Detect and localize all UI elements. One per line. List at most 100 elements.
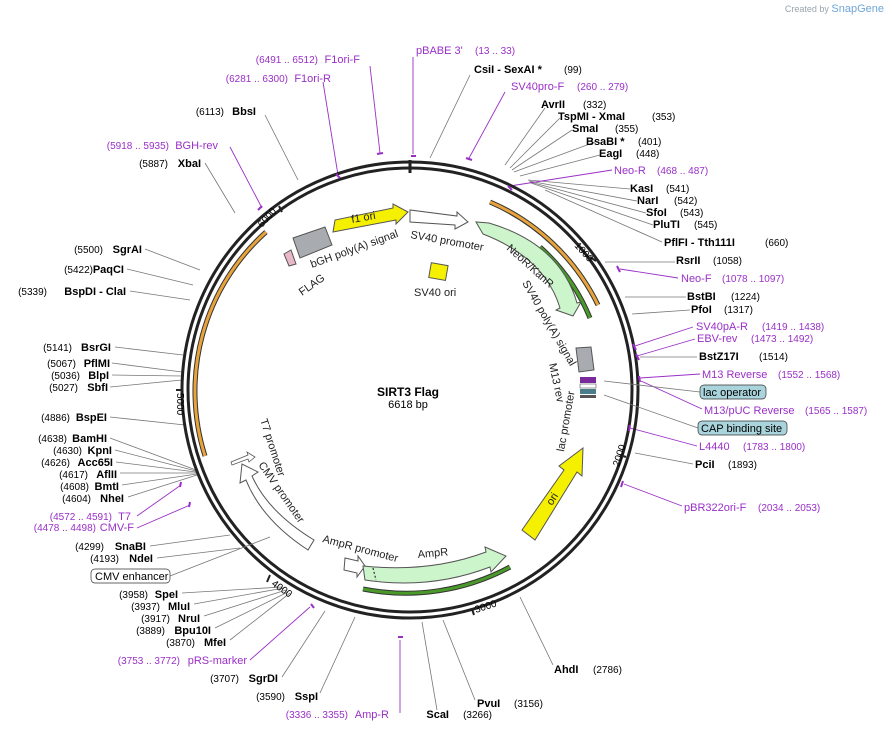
primer-pos: (4478 .. 4498): [34, 523, 96, 534]
site-name: MfeI: [204, 637, 226, 649]
primer-pos: (1473 .. 1492): [751, 334, 813, 345]
primer-name: pRS-marker: [188, 655, 248, 667]
watermark: Created by SnapGene: [785, 3, 884, 15]
primer-name: Neo-R: [614, 165, 646, 177]
site-pos: (3870): [166, 638, 195, 649]
primer-name: SV40pA-R: [696, 321, 748, 333]
right-sites: CsiI - SexAI * (99) AvrII (332) TspMI - …: [474, 64, 788, 710]
tick-label-5000: 5000: [174, 393, 185, 416]
primer-pos: (1078 .. 1097): [722, 274, 784, 285]
watermark-prefix: Created by: [784, 4, 829, 14]
site-pos: (1317): [724, 305, 753, 316]
site-name: NruI: [178, 613, 200, 625]
site-pos: (4617): [59, 470, 88, 481]
site-name: MluI: [168, 601, 190, 613]
site-pos: (4630): [53, 446, 82, 457]
boxed-labels: lac operator CAP binding site CMV enhanc…: [90, 380, 788, 584]
site-name: SgrAI: [113, 244, 142, 256]
primer-pos: (4572 .. 4591): [50, 512, 112, 523]
site-pos: (5036): [51, 371, 80, 382]
primer-name: BGH-rev: [175, 140, 218, 152]
site-name: EagI: [599, 148, 622, 160]
site-pos: (5141): [43, 343, 72, 354]
orf-arc-right-fill: [489, 200, 600, 306]
primer-pos: (1552 .. 1568): [778, 370, 840, 381]
site-name: Bpu10I: [174, 625, 211, 637]
sv40-ori-feature: [428, 262, 449, 282]
t7-promoter-feature: [230, 451, 256, 466]
site-pos: (5500): [74, 245, 103, 256]
plasmid-name: SIRT3 Flag: [377, 385, 439, 399]
site-pos: (3156): [514, 699, 543, 710]
site-name: PfoI: [691, 304, 712, 316]
site-pos: (332): [583, 100, 606, 111]
lac-operator-label: lac operator: [703, 387, 761, 399]
sv40-promoter-label: SV40 promoter: [409, 229, 484, 254]
cmv-enhancer-box: [90, 568, 171, 584]
site-leader-lines: [109, 74, 697, 711]
site-name: CsiI - SexAI *: [474, 64, 543, 76]
site-name: PflFI - Tth111I: [664, 237, 735, 249]
site-name: RsrII: [676, 255, 700, 267]
site-pos: (3958): [119, 590, 148, 601]
site-pos: (1514): [759, 352, 788, 363]
primer-name: L4440: [699, 441, 730, 453]
site-pos: (1058): [713, 256, 742, 267]
primer-pos: (1565 .. 1587): [805, 406, 867, 417]
site-name: AhdI: [554, 664, 578, 676]
cmv-promoter-feature: [239, 463, 315, 551]
primer-name: M13/pUC Reverse: [704, 405, 794, 417]
site-pos: (2786): [593, 665, 622, 676]
site-pos: (542): [674, 196, 697, 207]
site-name: NarI: [637, 195, 658, 207]
primer-name: T7: [118, 511, 131, 523]
ampr-promoter-feature: [343, 554, 366, 579]
sv40-polya-feature: [575, 346, 595, 373]
site-name: SfoI: [646, 207, 667, 219]
site-pos: (353): [652, 112, 675, 123]
site-pos: (355): [615, 124, 638, 135]
site-pos: (4604): [62, 494, 91, 505]
primer-name: SV40pro-F: [511, 81, 564, 93]
site-pos: (1224): [731, 292, 760, 303]
site-pos: (6113): [196, 107, 224, 118]
site-name: SgrDI: [249, 673, 278, 685]
primer-name: Neo-F: [681, 273, 712, 285]
primer-pos: (3753 .. 3772): [118, 656, 180, 667]
primer-pos: (468 .. 487): [657, 166, 708, 177]
site-name: SmaI: [572, 123, 598, 135]
site-pos: (3266): [463, 710, 492, 721]
site-pos: (3917): [141, 614, 170, 625]
site-name: BsrGI: [81, 342, 111, 354]
cap-binding-site-label: CAP binding site: [701, 423, 782, 435]
site-name: BlpI: [88, 370, 109, 382]
site-pos: (541): [666, 184, 689, 195]
site-name: BbsI: [232, 106, 256, 118]
primer-pos: (1419 .. 1438): [762, 322, 824, 333]
primer-name: pBABE 3': [416, 45, 463, 57]
site-name: BspDI - ClaI: [64, 286, 126, 298]
lac-operator-box: [699, 384, 767, 400]
site-name: BstBI: [687, 291, 716, 303]
snapgene-logo: SnapGene: [831, 3, 884, 15]
primer-pos: (2034 .. 2053): [758, 503, 820, 514]
site-name: Acc65I: [78, 457, 113, 469]
primer-pos: (260 .. 279): [577, 82, 628, 93]
site-name: AvrII: [541, 99, 565, 111]
site-pos: (5067): [47, 359, 76, 370]
orf-arc-left: [192, 230, 268, 457]
site-pos: (3937): [131, 602, 160, 613]
cmv-enhancer-label: CMV enhancer: [95, 571, 169, 583]
sv40-ori-label: SV40 ori: [414, 287, 456, 299]
primer-name: CMV-F: [100, 522, 135, 534]
site-name: BstZ17I: [699, 351, 739, 363]
site-pos: (4608): [60, 482, 89, 493]
site-name: NheI: [100, 493, 124, 505]
flag-feature: [283, 249, 297, 267]
site-pos: (5339): [18, 287, 47, 298]
primer-name: EBV-rev: [697, 333, 738, 345]
site-pos: (448): [636, 149, 659, 160]
primer-name: F1ori-F: [325, 54, 361, 66]
site-pos: (3707): [210, 674, 239, 685]
